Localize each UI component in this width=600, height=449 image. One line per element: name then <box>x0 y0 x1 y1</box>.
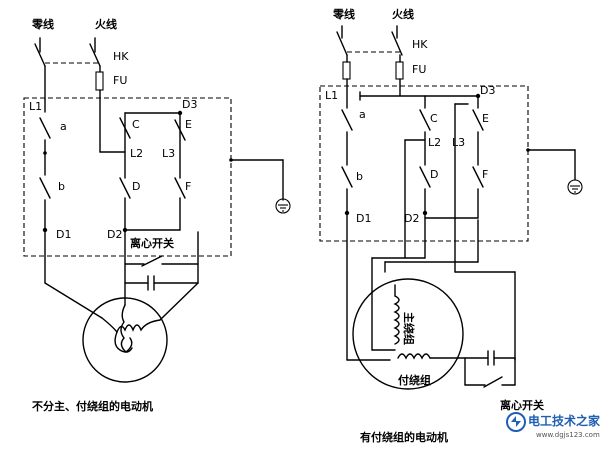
left-caption: 不分主、付绕组的电动机 <box>32 399 153 413</box>
right-D2-label: D2 <box>404 212 419 225</box>
right-main-winding-label: 主绕组 <box>402 312 416 345</box>
right-switch-a <box>341 109 353 131</box>
left-switch-b <box>39 177 51 199</box>
right-fu-label: FU <box>412 63 426 76</box>
left-switch-D <box>119 177 131 199</box>
right-main-winding <box>393 295 400 345</box>
watermark-url: www.dgjs123.com <box>536 431 600 439</box>
right-diagram: 零线 火线 HK FU L1 a b D1 D3 C <box>319 7 583 444</box>
left-L3-label: L3 <box>162 147 175 160</box>
right-L1-label: L1 <box>325 89 338 102</box>
right-aux-winding-label: 付绕组 <box>398 373 431 387</box>
right-C-label: C <box>430 112 438 125</box>
left-D2-label: D2 <box>107 228 122 241</box>
left-D3-label: D3 <box>182 98 197 111</box>
right-fuse-neutral <box>342 61 351 80</box>
right-hk-label: HK <box>412 38 428 51</box>
right-L3-label: L3 <box>452 136 465 149</box>
right-D-label: D <box>430 168 438 181</box>
right-centrifugal-switch <box>483 376 503 388</box>
right-centrifugal-label: 离心开关 <box>500 398 544 412</box>
right-D1-terminal <box>344 210 350 216</box>
right-switch-F <box>472 166 484 188</box>
right-switch-E <box>472 109 484 131</box>
left-L1-label: L1 <box>29 100 42 113</box>
right-motor <box>352 278 464 390</box>
left-enclosure <box>23 97 232 257</box>
right-D3-terminal <box>475 93 481 99</box>
right-E-label: E <box>482 112 489 125</box>
left-centrifugal-switch <box>141 255 163 267</box>
right-D3-label: D3 <box>480 84 495 97</box>
right-live-label: 火线 <box>392 7 414 21</box>
left-b-label: b <box>58 180 65 193</box>
left-motor <box>82 297 168 383</box>
left-L2-label: L2 <box>130 147 143 160</box>
left-E-label: E <box>185 118 192 131</box>
left-switch-E <box>174 119 186 141</box>
left-D1-label: D1 <box>56 228 71 241</box>
left-hk-blade-live <box>89 43 101 67</box>
left-F-label: F <box>185 180 191 193</box>
right-switch-D <box>419 166 431 188</box>
left-D1-terminal <box>42 227 48 233</box>
left-live-label: 火线 <box>95 17 117 31</box>
right-hk-blade-live <box>391 31 403 56</box>
right-fuse-live <box>395 61 404 80</box>
right-hk-blade-neutral <box>336 31 348 56</box>
right-aux-winding <box>397 353 431 360</box>
left-switch-F <box>174 177 186 199</box>
right-ground-icon <box>567 179 583 195</box>
left-fu-label: FU <box>113 74 127 87</box>
right-D2-terminal <box>422 210 428 216</box>
left-switch-a <box>39 117 51 139</box>
right-enclosure <box>319 85 529 242</box>
right-L2-label: L2 <box>428 136 441 149</box>
right-neutral-label: 零线 <box>332 7 355 21</box>
left-hk-label: HK <box>113 50 129 63</box>
watermark: 电工技术之家 www.dgjs123.com <box>506 412 600 439</box>
left-centrifugal-label: 离心开关 <box>130 236 174 250</box>
right-a-label: a <box>359 108 366 121</box>
right-switch-C <box>419 109 431 131</box>
left-switch-C <box>119 117 131 139</box>
left-a-label: a <box>60 120 67 133</box>
left-neutral-label: 零线 <box>31 17 54 31</box>
watermark-logo-icon <box>506 412 526 432</box>
left-C-label: C <box>132 118 140 131</box>
left-motor-winding <box>101 317 161 334</box>
left-hk-blade-neutral <box>34 43 46 67</box>
right-D1-label: D1 <box>356 212 371 225</box>
right-F-label: F <box>482 168 488 181</box>
right-b-label: b <box>356 170 363 183</box>
left-diagram: 零线 火线 HK FU L1 a b D1 C L <box>23 17 291 413</box>
right-caption: 有付绕组的电动机 <box>360 430 448 444</box>
watermark-title: 电工技术之家 <box>528 413 600 428</box>
left-ground-icon <box>275 198 291 214</box>
left-fuse <box>95 71 104 91</box>
left-D-label: D <box>132 180 140 193</box>
right-switch-b <box>341 166 353 188</box>
